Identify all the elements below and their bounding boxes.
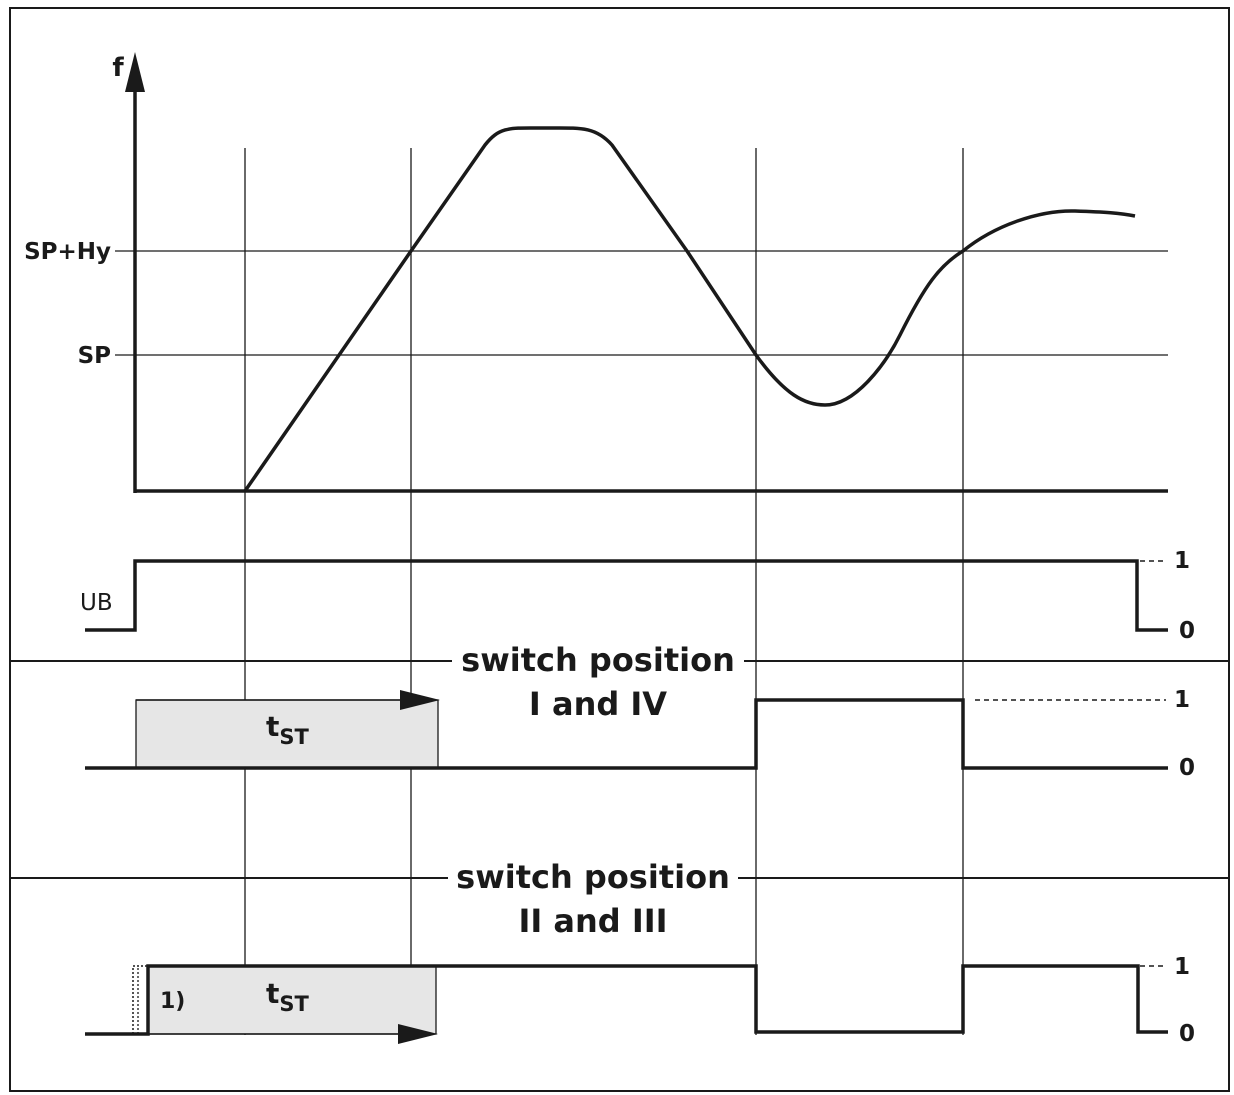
output-level-low: 0 xyxy=(1179,755,1195,781)
y-axis-label: f xyxy=(112,53,124,83)
delay-time-box xyxy=(135,699,439,769)
measured-value-curve xyxy=(243,126,1136,492)
output-waveform xyxy=(85,698,1168,770)
delay-time-arrow-icon xyxy=(400,690,440,710)
time-reference-lines xyxy=(244,148,964,1035)
delay-time-symbol: t xyxy=(266,710,279,743)
delay-time-subscript: ST xyxy=(279,725,309,749)
section-heading: switch position xyxy=(456,858,730,896)
ub-level-high: 1 xyxy=(1174,548,1190,574)
y-axis-arrow-icon xyxy=(125,52,145,92)
delay-time-label: tST xyxy=(266,710,310,749)
delay-time-arrow-icon xyxy=(398,1024,438,1044)
initial-pulse-dotted xyxy=(132,965,148,1034)
ub-label: UB xyxy=(80,590,113,616)
ub-level-low: 0 xyxy=(1179,618,1195,644)
frequency-graph: f SP+Hy SP xyxy=(24,52,1168,493)
sp-hy-label: SP+Hy xyxy=(24,239,111,265)
delay-time-symbol: t xyxy=(266,977,279,1010)
supply-voltage-signal: UB 1 0 xyxy=(80,548,1195,644)
output-waveform xyxy=(85,964,1168,1036)
section-switch-position-i-iv: switch position I and IV tST 1 0 xyxy=(10,641,1229,781)
section-heading-line2: II and III xyxy=(518,902,667,940)
output-level-high: 1 xyxy=(1174,954,1190,980)
sp-label: SP xyxy=(78,343,111,369)
output-level-high: 1 xyxy=(1174,687,1190,713)
delay-time-label: tST xyxy=(266,977,310,1016)
output-level-low: 0 xyxy=(1179,1021,1195,1047)
section-switch-position-ii-iii: switch position II and III 1) tST 1 0 xyxy=(10,858,1229,1047)
footnote-marker: 1) xyxy=(160,989,185,1014)
section-heading-line2: I and IV xyxy=(529,685,667,723)
ub-waveform xyxy=(85,559,1168,632)
section-heading: switch position xyxy=(461,641,735,679)
delay-time-subscript: ST xyxy=(279,992,309,1016)
diagram-frame xyxy=(9,7,1230,1092)
